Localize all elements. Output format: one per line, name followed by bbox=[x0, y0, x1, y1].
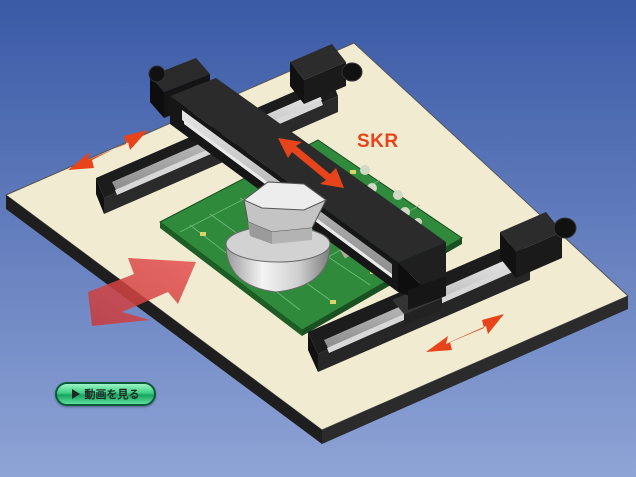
watch-video-button[interactable]: 動画を見る bbox=[55, 382, 156, 406]
right-axis-arrow bbox=[426, 314, 504, 352]
watch-video-label: 動画を見る bbox=[84, 388, 140, 401]
gantry-axis-arrow bbox=[278, 138, 344, 188]
brand-label: SKR bbox=[357, 131, 399, 152]
dispenser-head bbox=[225, 181, 331, 293]
left-axis-arrow bbox=[68, 130, 148, 170]
play-icon bbox=[71, 389, 80, 399]
large-direction-arrow bbox=[88, 258, 196, 326]
